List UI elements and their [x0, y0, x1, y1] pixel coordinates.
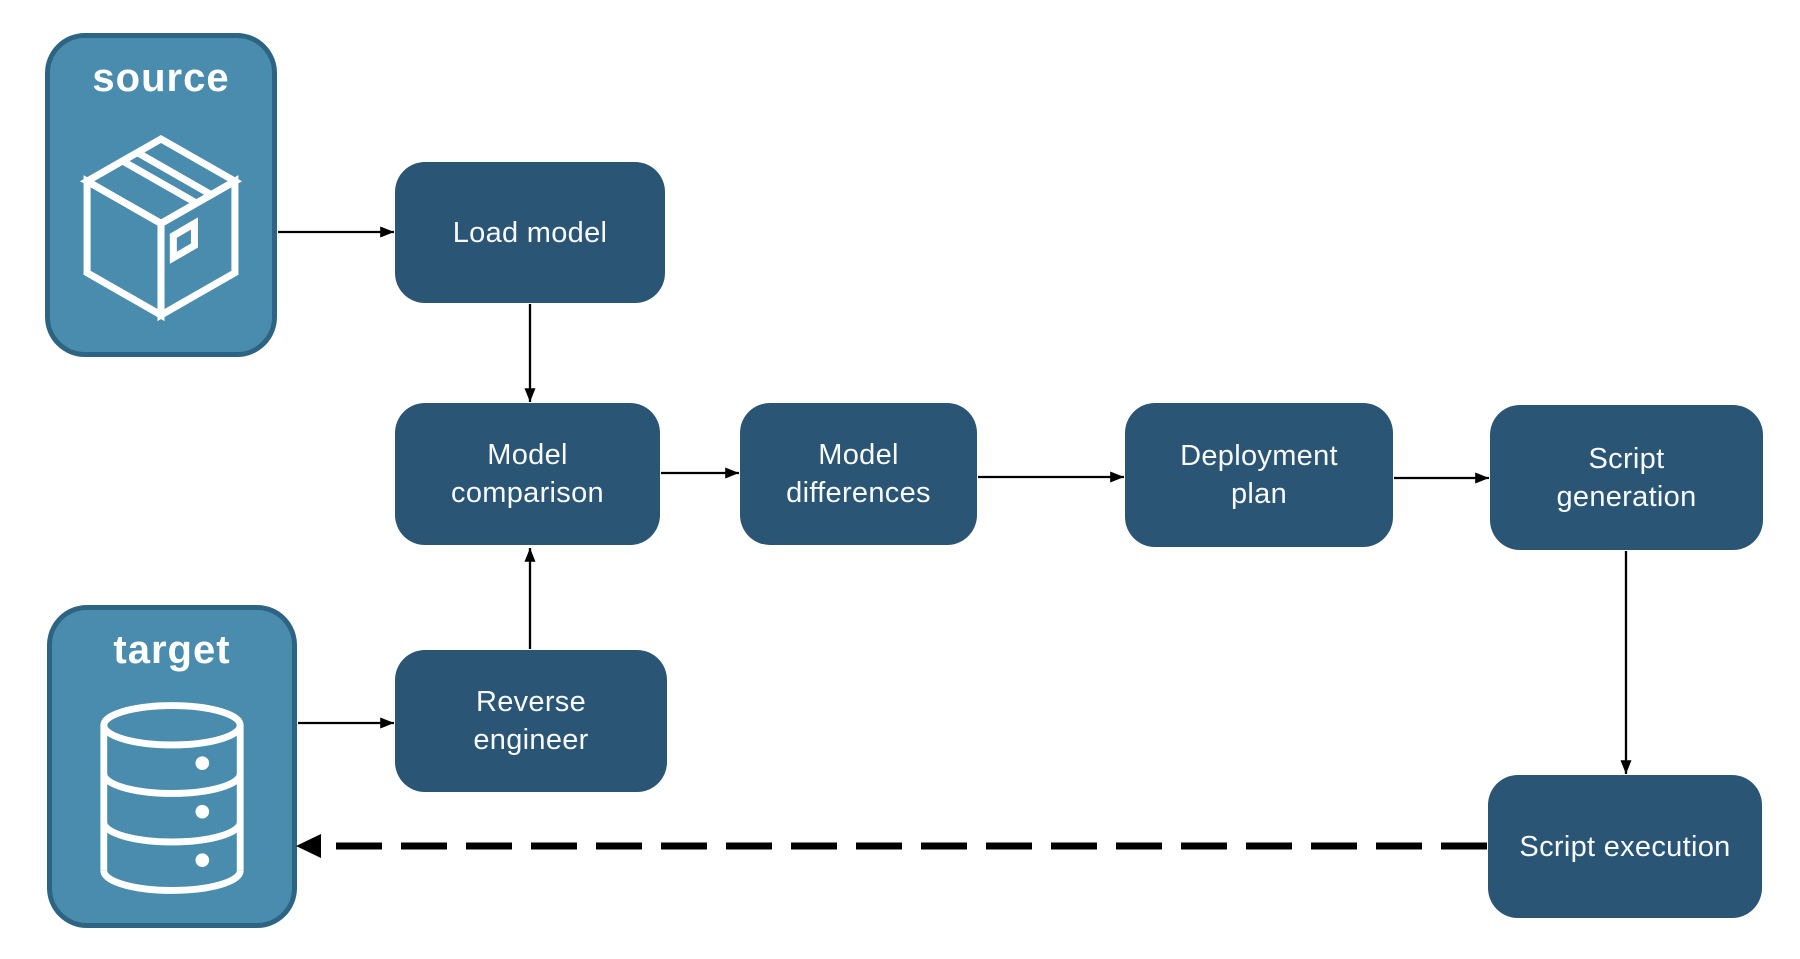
node-script-generation-label: Script generation	[1556, 442, 1697, 513]
node-model-differences: Model differences	[740, 403, 977, 545]
endpoint-source: source	[45, 33, 277, 357]
node-deployment-plan: Deployment plan	[1125, 403, 1393, 547]
package-icon	[50, 101, 272, 352]
node-deployment-plan-label: Deployment plan	[1180, 440, 1338, 510]
node-reverse-engineer-label: Reverse engineer	[473, 686, 589, 756]
node-script-execution: Script execution	[1488, 775, 1762, 918]
node-model-comparison-label: Model comparison	[451, 439, 604, 509]
endpoint-target: target	[47, 605, 297, 928]
target-label: target	[113, 628, 231, 672]
source-label: source	[92, 56, 230, 100]
node-model-comparison: Model comparison	[395, 403, 660, 545]
node-reverse-engineer: Reverse engineer	[395, 650, 667, 792]
database-icon	[52, 673, 292, 923]
node-load-model-label: Load model	[452, 216, 608, 249]
node-model-differences-label: Model differences	[786, 439, 931, 509]
edge-script-execution-to-target-arrowhead	[296, 834, 321, 858]
node-script-execution-label: Script execution	[1519, 830, 1731, 863]
node-load-model: Load model	[395, 162, 665, 303]
node-script-generation: Script generation	[1490, 405, 1763, 550]
